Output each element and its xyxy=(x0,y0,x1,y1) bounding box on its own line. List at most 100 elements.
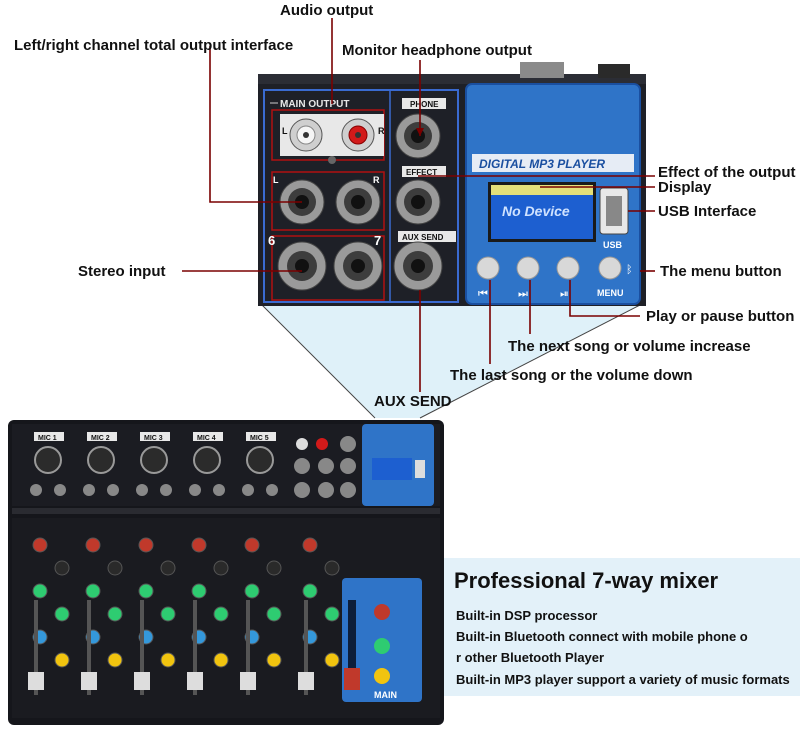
channel-knob xyxy=(213,560,229,576)
xlr-input xyxy=(140,446,168,474)
xlr-input xyxy=(34,446,62,474)
channel-knob xyxy=(107,652,123,668)
channel-knob xyxy=(54,560,70,576)
fader-cap xyxy=(28,672,44,690)
insert-jack xyxy=(83,484,95,496)
mp3-title: DIGITAL MP3 PLAYER xyxy=(479,157,605,171)
main-label: MAIN xyxy=(374,690,397,700)
ch6-label: 6 xyxy=(268,233,275,248)
lcd-text: No Device xyxy=(502,203,570,219)
channel-knob xyxy=(302,583,318,599)
xlr-input xyxy=(87,446,115,474)
phone-label: PHONE xyxy=(410,100,439,109)
insert-jack xyxy=(30,484,42,496)
channel-knob xyxy=(302,537,318,553)
svg-text:⏯: ⏯ xyxy=(560,287,569,300)
channel-knob xyxy=(85,583,101,599)
insert-jack xyxy=(189,484,201,496)
aux-send-label: AUX SEND xyxy=(402,233,444,242)
svg-text:⏭: ⏭ xyxy=(518,287,528,300)
effect-label: EFFECT xyxy=(406,168,437,177)
channel-knob xyxy=(160,560,176,576)
fader-cap xyxy=(240,672,256,690)
callout-audio-output: Audio output xyxy=(280,2,374,19)
fader-cap xyxy=(187,672,203,690)
usb-label: USB xyxy=(603,240,623,250)
callout-lr-output: Left/right channel total output interfac… xyxy=(14,37,294,54)
channel-knob xyxy=(266,606,282,622)
channel-knob xyxy=(244,583,260,599)
callout-usb: USB Interface xyxy=(658,203,757,220)
channel-label: MIC 1 xyxy=(38,435,57,442)
svg-text:ᛒ: ᛒ xyxy=(626,263,633,276)
channel-knob xyxy=(266,560,282,576)
svg-text:R: R xyxy=(378,126,385,136)
channel-label: MIC 4 xyxy=(197,435,216,442)
channel-label: MIC 3 xyxy=(144,435,163,442)
channel-knob xyxy=(107,606,123,622)
promo-line: Built-in Bluetooth connect with mobile p… xyxy=(456,629,748,644)
fader-track xyxy=(304,600,308,695)
callout-display: Display xyxy=(658,179,712,196)
channel-knob xyxy=(244,537,260,553)
promo-title: Professional 7-way mixer xyxy=(454,568,719,593)
channel-knob xyxy=(160,652,176,668)
insert-jack xyxy=(136,484,148,496)
svg-text:L: L xyxy=(282,126,288,136)
fader-track xyxy=(193,600,197,695)
menu-label: MENU xyxy=(597,288,624,298)
ch7-label: 7 xyxy=(374,233,381,248)
line-jack xyxy=(213,484,225,496)
callout-play-pause: Play or pause button xyxy=(646,308,795,325)
callout-next-song: The next song or volume increase xyxy=(508,338,751,355)
promo-line: r other Bluetooth Player xyxy=(456,650,605,665)
svg-text:L: L xyxy=(273,175,279,185)
fader-cap xyxy=(134,672,150,690)
channel-label: MIC 2 xyxy=(91,435,110,442)
channel-knob xyxy=(324,606,340,622)
fader-track xyxy=(246,600,250,695)
fader-cap xyxy=(298,672,314,690)
promo-box: Professional 7-way mixer Built-in DSP pr… xyxy=(444,558,800,696)
line-jack xyxy=(160,484,172,496)
fader-track xyxy=(140,600,144,695)
channel-knob xyxy=(54,652,70,668)
channel-knob xyxy=(107,560,123,576)
line-jack xyxy=(54,484,66,496)
channel-knob xyxy=(213,606,229,622)
channel-knob xyxy=(85,537,101,553)
xlr-input xyxy=(246,446,274,474)
channel-label: MIC 5 xyxy=(250,435,269,442)
channel-knob xyxy=(191,583,207,599)
channel-knob xyxy=(32,583,48,599)
channel-knob xyxy=(54,606,70,622)
fader-track xyxy=(34,600,38,695)
channel-knob xyxy=(213,652,229,668)
promo-line: Built-in MP3 player support a variety of… xyxy=(456,672,790,687)
channel-knob xyxy=(32,537,48,553)
channel-knob xyxy=(138,583,154,599)
channel-knob xyxy=(160,606,176,622)
channel-knob xyxy=(324,560,340,576)
xlr-input xyxy=(193,446,221,474)
channel-knob xyxy=(191,537,207,553)
promo-line: Built-in DSP processor xyxy=(456,608,598,623)
channel-knob xyxy=(138,537,154,553)
line-jack xyxy=(107,484,119,496)
fader-cap xyxy=(81,672,97,690)
fader-track xyxy=(87,600,91,695)
callout-aux-send: AUX SEND xyxy=(374,393,452,410)
channel-knob xyxy=(266,652,282,668)
main-output-label: MAIN OUTPUT xyxy=(280,99,349,110)
callout-stereo-input: Stereo input xyxy=(78,263,166,280)
line-jack xyxy=(266,484,278,496)
channel-knob xyxy=(324,652,340,668)
callout-effect-output: Effect of the output xyxy=(658,164,796,181)
callout-monitor: Monitor headphone output xyxy=(342,42,532,59)
svg-text:⏮: ⏮ xyxy=(478,287,488,300)
insert-jack xyxy=(242,484,254,496)
svg-text:R: R xyxy=(373,175,380,185)
callout-menu-button: The menu button xyxy=(660,263,782,280)
callout-last-song: The last song or the volume down xyxy=(450,367,693,384)
